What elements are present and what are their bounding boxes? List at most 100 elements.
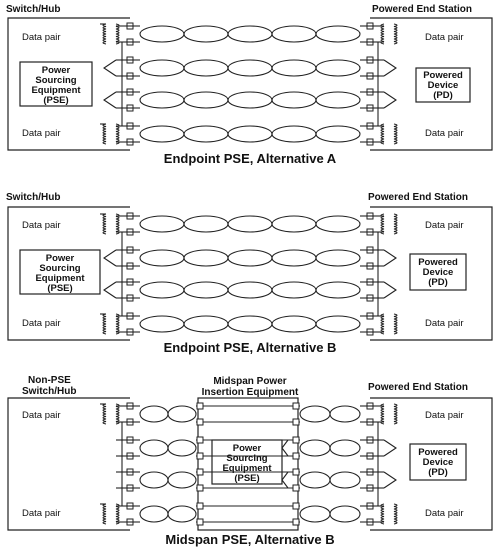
twisted-pair-ellipse bbox=[183, 281, 229, 299]
twisted-pair-ellipse bbox=[227, 281, 273, 299]
twisted-pair-ellipse bbox=[299, 471, 331, 489]
transformer-coil bbox=[380, 313, 385, 335]
switch-hub-title: Switch/Hub bbox=[6, 192, 60, 203]
data-pair-label-right-top: Data pair bbox=[425, 32, 464, 43]
connector-square bbox=[196, 484, 204, 492]
twisted-pair-ellipse bbox=[227, 25, 273, 43]
pse-line: Power bbox=[233, 443, 262, 454]
connector-square bbox=[292, 418, 300, 426]
data-pair-label-right-top: Data pair bbox=[425, 220, 464, 231]
twisted-pair-ellipse bbox=[227, 215, 273, 233]
twisted-pair-ellipse bbox=[315, 249, 361, 267]
powered-end-station-title: Powered End Station bbox=[372, 4, 472, 15]
transformer-coil bbox=[380, 403, 385, 425]
transformer-coil bbox=[393, 123, 398, 145]
pse-line: Sourcing bbox=[35, 75, 76, 86]
data-pair-label-right-bottom: Data pair bbox=[425, 508, 464, 519]
twisted-pair-ellipse bbox=[139, 125, 185, 143]
transformer-coil bbox=[393, 403, 398, 425]
pd-line: Device bbox=[423, 457, 454, 468]
twisted-pair-ellipse bbox=[227, 249, 273, 267]
twisted-pair-ellipse bbox=[315, 315, 361, 333]
pse-line: Equipment bbox=[31, 85, 81, 96]
powered-end-station-title: Powered End Station bbox=[368, 192, 468, 203]
twisted-pair-ellipse bbox=[315, 25, 361, 43]
pd-box bbox=[415, 67, 471, 103]
switch-hub-title: Switch/Hub bbox=[6, 4, 60, 15]
connector-square bbox=[196, 402, 204, 410]
caption: Midspan PSE, Alternative B bbox=[165, 532, 334, 547]
transformer-coil bbox=[380, 503, 385, 525]
midspan-frame bbox=[197, 397, 299, 531]
switch-hub-title: Switch/Hub bbox=[22, 386, 76, 397]
pse-box bbox=[19, 249, 101, 295]
switch-hub-frame bbox=[7, 17, 130, 151]
end-station-frame bbox=[370, 17, 493, 151]
connector-square bbox=[196, 436, 204, 444]
pd-line: Powered bbox=[423, 70, 463, 81]
twisted-pair-ellipse bbox=[139, 215, 185, 233]
pd-line: (PD) bbox=[433, 90, 453, 101]
connector-square bbox=[196, 468, 204, 476]
pse-line: Sourcing bbox=[226, 453, 267, 464]
transformer-coil bbox=[393, 213, 398, 235]
twisted-pair-ellipse bbox=[315, 59, 361, 77]
midspan-title: Midspan Power bbox=[213, 376, 286, 387]
twisted-pair-ellipse bbox=[271, 59, 317, 77]
data-pair-label-top: Data pair bbox=[22, 32, 61, 43]
caption: Endpoint PSE, Alternative A bbox=[164, 151, 337, 166]
pd-feed bbox=[383, 91, 397, 109]
powered-end-station-title: Powered End Station bbox=[368, 382, 468, 393]
panel-endpoint-alt-a: Switch/Hub Powered End Station Data pair… bbox=[6, 4, 493, 166]
twisted-pair-ellipse bbox=[329, 405, 361, 423]
twisted-pair-ellipse bbox=[329, 471, 361, 489]
twisted-pair-ellipse bbox=[271, 25, 317, 43]
connector-square bbox=[292, 436, 300, 444]
transformer-coil bbox=[115, 503, 120, 525]
transformer-coil bbox=[102, 503, 107, 525]
connector-square bbox=[292, 502, 300, 510]
transformer-coil bbox=[102, 23, 107, 45]
pd-line: (PD) bbox=[428, 277, 448, 288]
non-pse-title: Non-PSE bbox=[28, 375, 71, 386]
pse-line: Sourcing bbox=[39, 263, 80, 274]
twisted-pair-ellipse bbox=[227, 315, 273, 333]
pse-feed bbox=[103, 281, 117, 299]
transformer-coil bbox=[380, 23, 385, 45]
data-pair-label-bottom: Data pair bbox=[22, 318, 61, 329]
data-pair-label-bottom: Data pair bbox=[22, 508, 61, 519]
twisted-pair-ellipse bbox=[299, 439, 331, 457]
twisted-pair-ellipse bbox=[227, 125, 273, 143]
pd-line: Device bbox=[423, 267, 454, 278]
twisted-pair-ellipse bbox=[183, 215, 229, 233]
data-pair-label-bottom: Data pair bbox=[22, 128, 61, 139]
twisted-pair-ellipse bbox=[271, 125, 317, 143]
transformer-coil bbox=[380, 123, 385, 145]
switch-hub-frame bbox=[7, 206, 130, 341]
transformer-coil bbox=[393, 313, 398, 335]
twisted-pair-ellipse bbox=[139, 439, 169, 457]
transformer-coil bbox=[102, 123, 107, 145]
twisted-pair-ellipse bbox=[329, 439, 361, 457]
transformer-coil bbox=[115, 403, 120, 425]
twisted-pair-ellipse bbox=[271, 215, 317, 233]
transformer-coil bbox=[115, 213, 120, 235]
twisted-pair-ellipse bbox=[139, 505, 169, 523]
twisted-pair-ellipse bbox=[183, 125, 229, 143]
pd-line: (PD) bbox=[428, 467, 448, 478]
twisted-pair-ellipse bbox=[183, 249, 229, 267]
caption: Endpoint PSE, Alternative B bbox=[164, 340, 337, 355]
pse-line: Power bbox=[46, 253, 75, 264]
pd-feed bbox=[383, 281, 397, 299]
twisted-pair-ellipse bbox=[139, 315, 185, 333]
twisted-pair-ellipse bbox=[271, 249, 317, 267]
transformer-coil bbox=[102, 403, 107, 425]
twisted-pair-ellipse bbox=[167, 505, 197, 523]
pse-line: Equipment bbox=[35, 273, 85, 284]
pd-feed bbox=[383, 439, 397, 457]
connector-square bbox=[196, 518, 204, 526]
twisted-pair-ellipse bbox=[315, 91, 361, 109]
twisted-pair-ellipse bbox=[299, 405, 331, 423]
pse-feed bbox=[103, 59, 117, 77]
